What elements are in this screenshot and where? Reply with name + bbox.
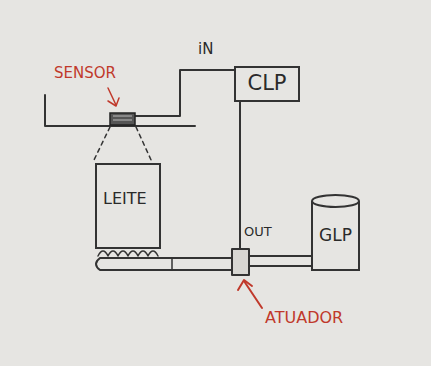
output-wire [239, 102, 241, 248]
actuator-label: ATUADOR [265, 308, 343, 327]
pipe-joint [171, 258, 173, 270]
sensor-detail [113, 116, 132, 120]
input-wire [135, 70, 234, 116]
node-label: GLP [311, 225, 360, 245]
plc-box: CLP [234, 66, 300, 102]
signal-label: iN [198, 40, 213, 58]
milk-tank: LEITE [95, 163, 161, 249]
sensor-beam [93, 127, 110, 162]
gas-cylinder: GLP [311, 193, 360, 271]
gas-pipe [249, 256, 312, 266]
signal-label: OUT [244, 224, 272, 239]
node-label: CLP [236, 71, 298, 95]
valve-actuator [232, 249, 249, 275]
gas-pipe [96, 258, 232, 270]
node-label: LEITE [97, 189, 159, 208]
support-bar [45, 95, 195, 126]
leader-line [244, 281, 262, 308]
arrow-head [108, 98, 119, 106]
burner-coil [98, 251, 158, 256]
sensor-body [110, 113, 135, 125]
sensor-beam [136, 127, 152, 162]
sensor-label: SENSOR [54, 64, 116, 82]
arrow-head [238, 280, 252, 290]
